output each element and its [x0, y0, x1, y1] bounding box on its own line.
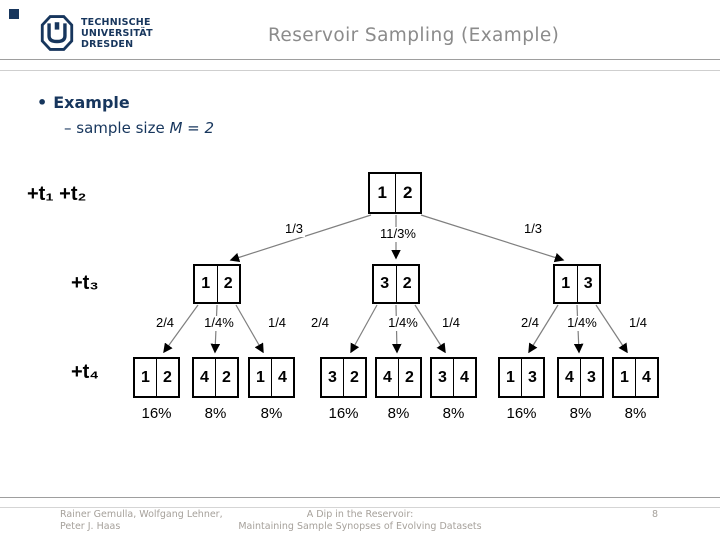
logo-text-line1: TECHNISCHE [81, 16, 151, 28]
edge-label: 1/4 [265, 315, 289, 331]
tree-cell: 1 [135, 359, 157, 396]
tree-cell: 3 [587, 368, 596, 386]
tree-cell: 4 [559, 359, 581, 396]
edge-label: 11/3% [378, 226, 418, 242]
tree-cell: 3 [583, 275, 593, 292]
header-rule-bottom [0, 70, 720, 71]
leaf-percent: 8% [387, 405, 410, 422]
tree-cell: 3 [322, 359, 344, 396]
edge-label: 1/3 [282, 221, 306, 237]
tree-leaf: 1 2 [133, 357, 180, 398]
tree-cell: 3 [432, 359, 454, 396]
footer-authors: Rainer Gemulla, Wolfgang Lehner, Peter J… [60, 509, 223, 533]
edge-label: 1/4% [386, 315, 420, 331]
page-title: Reservoir Sampling (Example) [268, 25, 560, 46]
tree-leaf: 4 2 [192, 357, 239, 398]
tree-cell: 2 [402, 275, 412, 292]
tree-cell: 4 [194, 359, 216, 396]
leaf-percent: 8% [569, 405, 592, 422]
footer-rule-top [0, 497, 720, 498]
tree-leaf: 1 4 [248, 357, 295, 398]
bullet-dot: • [37, 93, 48, 112]
tree-cell: 1 [195, 266, 218, 302]
sub-bullet-text: sample size [76, 119, 165, 137]
tree-node: 1 2 [193, 264, 241, 304]
edge-label: 2/4 [518, 315, 542, 331]
edge-label: 1/4 [439, 315, 463, 331]
tree-cell: 4 [278, 368, 287, 386]
footer-paper-title-line1: A Dip in the Reservoir: [306, 509, 414, 520]
time-label-t1-t2: +t₁ +t₂ [27, 183, 87, 205]
edge-label: 1/4% [565, 315, 599, 331]
tree-leaf: 1 3 [498, 357, 545, 398]
tree-cell: 2 [405, 368, 414, 386]
page-number: 8 [651, 509, 659, 520]
bullet-example: • Example [37, 93, 130, 112]
tu-dresden-logo: TECHNISCHE UNIVERSITÄT DRESDEN [40, 14, 153, 52]
sub-bullet-dash: – [64, 119, 72, 137]
tree-leaf: 3 4 [430, 357, 477, 398]
leaf-percent: 16% [141, 405, 172, 422]
bullet-example-label: Example [53, 93, 130, 112]
edge-label: 2/4 [308, 315, 332, 331]
tree-cell: 2 [222, 368, 231, 386]
leaf-percent: 8% [260, 405, 283, 422]
corner-square [9, 9, 19, 19]
tu-dresden-logo-icon [40, 15, 74, 51]
sub-bullet-sample-size: – sample size M = 2 [64, 119, 214, 137]
edge-label: 1/4% [202, 315, 236, 331]
tree-leaf: 4 3 [557, 357, 604, 398]
time-label-t3: +t₃ [71, 272, 99, 294]
sub-bullet-math: M = 2 [169, 119, 215, 137]
footer-authors-line1: Rainer Gemulla, Wolfgang Lehner, [60, 509, 223, 520]
tree-cell: 2 [223, 275, 233, 292]
edge-label: 1/3 [521, 221, 545, 237]
logo-text-line2: UNIVERSITÄT [81, 27, 153, 39]
header-rule-top [0, 59, 720, 60]
edge-label: 2/4 [153, 315, 177, 331]
tree-cell: 4 [460, 368, 469, 386]
footer-rule-bottom [0, 507, 720, 508]
tree-node: 3 2 [372, 264, 420, 304]
tree-cell: 1 [250, 359, 272, 396]
footer-paper-title-line2: Maintaining Sample Synopses of Evolving … [238, 521, 482, 532]
tree-cell: 1 [614, 359, 636, 396]
tree-cell: 4 [642, 368, 651, 386]
tree-leaf: 3 2 [320, 357, 367, 398]
tree-cell: 2 [163, 368, 172, 386]
leaf-percent: 16% [328, 405, 359, 422]
tree-cell: 2 [350, 368, 359, 386]
time-label-t4: +t₄ [71, 361, 99, 383]
footer-authors-line2: Peter J. Haas [60, 521, 121, 532]
tree-leaf: 4 2 [375, 357, 422, 398]
tree-cell: 4 [377, 359, 399, 396]
edge-label: 1/4 [626, 315, 650, 331]
tree-cell: 3 [528, 368, 537, 386]
leaf-percent: 8% [204, 405, 227, 422]
logo-text-line3: DRESDEN [81, 38, 134, 50]
tree-cell: 1 [555, 266, 578, 302]
logo-text: TECHNISCHE UNIVERSITÄT DRESDEN [81, 17, 153, 50]
footer-paper-title: A Dip in the Reservoir: Maintaining Samp… [0, 509, 720, 533]
tree-node: 1 3 [553, 264, 601, 304]
leaf-percent: 8% [442, 405, 465, 422]
leaf-percent: 8% [624, 405, 647, 422]
tree-cell: 3 [374, 266, 397, 302]
tree-root-node: 1 2 [368, 172, 422, 214]
leaf-percent: 16% [506, 405, 537, 422]
tree-cell: 1 [370, 174, 396, 212]
tree-leaf: 1 4 [612, 357, 659, 398]
tree-cell: 2 [403, 183, 413, 202]
tree-cell: 1 [500, 359, 522, 396]
